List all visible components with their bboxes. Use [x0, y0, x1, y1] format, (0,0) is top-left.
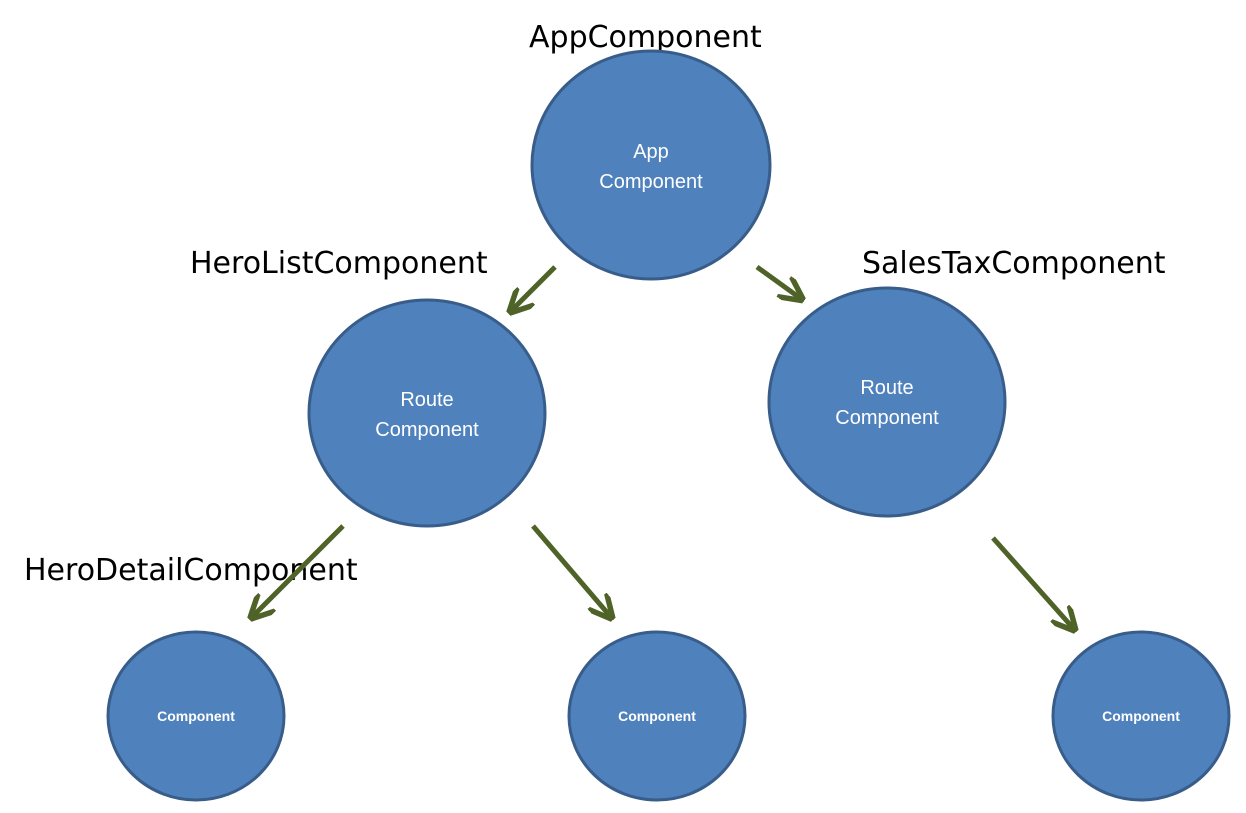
node-leaf-middle: Component	[567, 630, 747, 802]
node-route-right-line1: Route	[860, 377, 913, 399]
node-leaf-left-label: Component	[157, 708, 235, 724]
arrow-route-left-to-leaf-left	[253, 524, 345, 616]
arrow-app-to-route-left	[512, 265, 557, 310]
caption-sales-tax-component: SalesTaxComponent	[862, 246, 1166, 281]
node-leaf-left: Component	[106, 630, 286, 802]
node-route-left-line1: Route	[400, 389, 453, 411]
node-app-line1: App	[633, 141, 669, 163]
node-app-component: App Component	[530, 49, 772, 281]
node-leaf-right-label: Component	[1102, 708, 1180, 724]
node-route-right: Route Component	[767, 286, 1007, 518]
caption-app-component: AppComponent	[529, 20, 762, 55]
caption-hero-detail-component: HeroDetailComponent	[24, 553, 358, 588]
node-leaf-right: Component	[1051, 630, 1231, 802]
node-route-right-line2: Component	[835, 407, 939, 429]
node-app-line2: Component	[599, 171, 703, 193]
node-route-left: Route Component	[307, 298, 547, 528]
node-leaf-middle-label: Component	[618, 708, 696, 724]
arrow-app-to-route-right	[755, 264, 800, 298]
caption-hero-list-component: HeroListComponent	[190, 246, 488, 281]
arrow-route-left-to-leaf-middle	[531, 524, 610, 616]
node-route-left-line2: Component	[375, 419, 479, 441]
arrow-route-right-to-leaf-right	[991, 536, 1073, 628]
